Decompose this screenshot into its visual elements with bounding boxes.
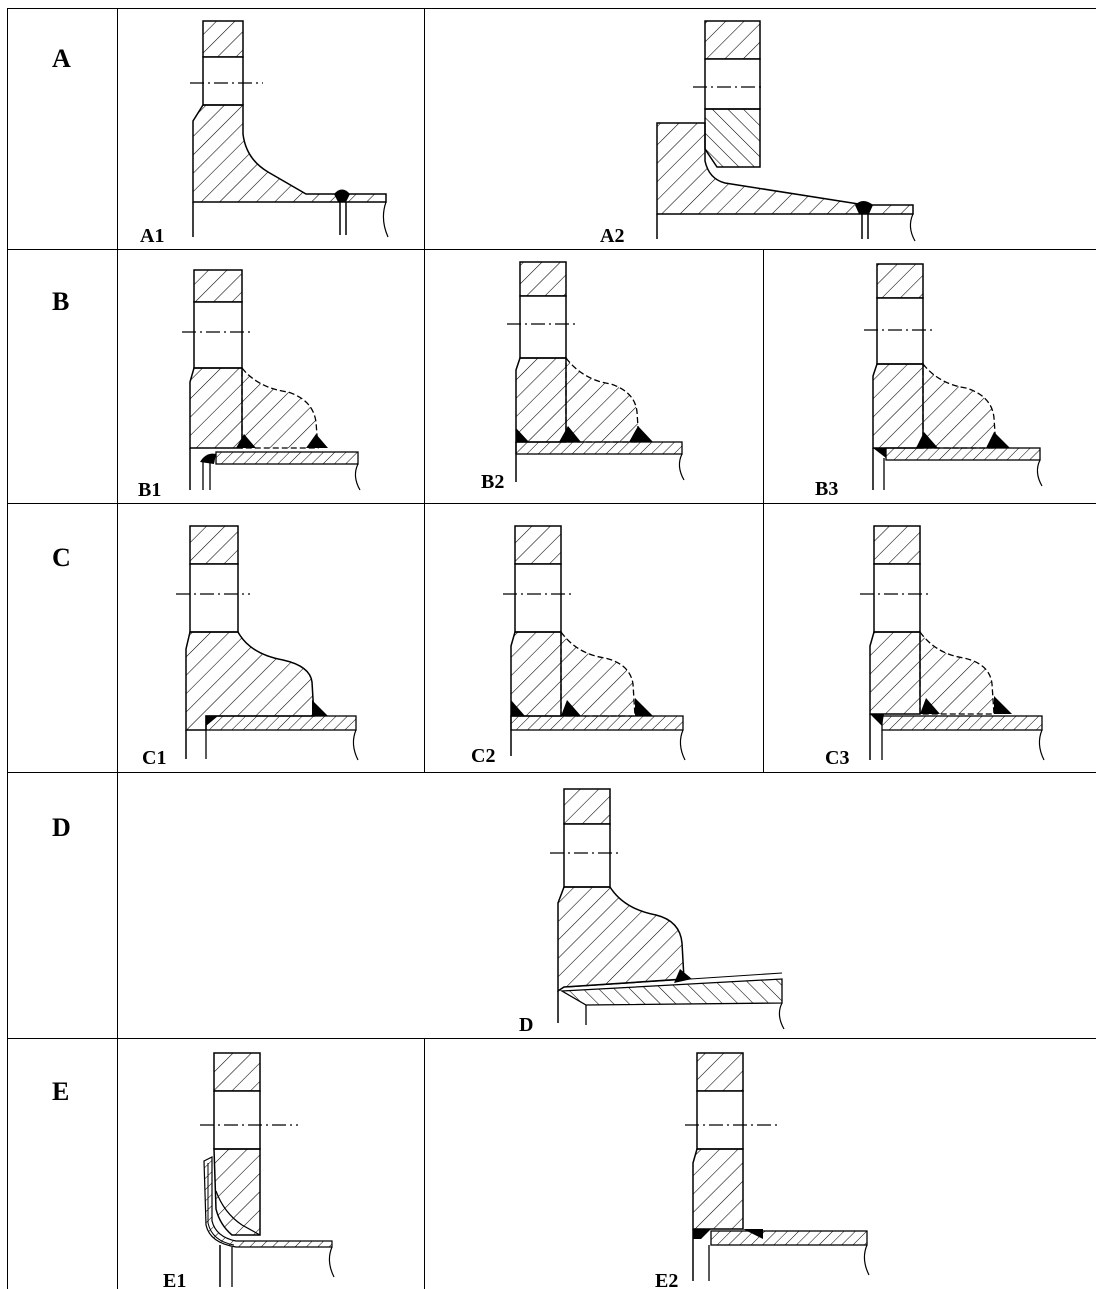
sublabel-d: D <box>519 1014 534 1036</box>
flange-drawing-c3 <box>860 525 1045 761</box>
sublabel-e2: E2 <box>655 1270 679 1289</box>
sublabel-e1: E1 <box>163 1270 187 1289</box>
figure-d: D <box>118 773 1096 1038</box>
figure-c2: C2 <box>425 504 763 772</box>
flange-drawing-c2 <box>503 525 686 761</box>
sublabel-b1: B1 <box>138 479 162 501</box>
row-label-a: A <box>52 44 71 73</box>
sublabel-c2: C2 <box>471 745 496 767</box>
row-divider-4 <box>7 1038 1096 1039</box>
row-divider-1 <box>7 249 1096 250</box>
row-divider-2 <box>7 503 1096 504</box>
figure-a1: A1 <box>118 9 424 249</box>
row-label-b: B <box>52 287 70 316</box>
col-divider-e <box>424 1038 425 1289</box>
table-border-left <box>7 8 8 1289</box>
sublabel-b3: B3 <box>815 478 839 500</box>
table-border-top <box>7 8 1096 9</box>
flange-drawing-a2 <box>656 20 916 242</box>
figure-c3: C3 <box>764 504 1096 772</box>
figure-e1: E1 <box>118 1039 424 1289</box>
row-label-c: C <box>52 543 71 572</box>
flange-drawing-e2 <box>685 1052 870 1281</box>
flange-drawing-b1 <box>182 269 361 491</box>
figure-e2: E2 <box>425 1039 1096 1289</box>
flange-drawing-c1 <box>176 525 359 761</box>
flange-drawing-e1 <box>200 1052 335 1287</box>
sublabel-b2: B2 <box>481 471 505 493</box>
sublabel-a2: A2 <box>600 225 625 247</box>
sublabel-c3: C3 <box>825 747 850 769</box>
row-label-d: D <box>52 813 71 842</box>
flange-drawing-a1 <box>190 20 389 238</box>
label-column-divider <box>117 8 118 1289</box>
col-divider-a <box>424 8 425 249</box>
figure-a2: A2 <box>425 9 1096 249</box>
figure-c1: C1 <box>118 504 424 772</box>
col-divider-b2 <box>763 249 764 772</box>
flange-drawing-b3 <box>864 263 1043 490</box>
flange-drawing-b2 <box>507 261 685 482</box>
col-divider-b1 <box>424 249 425 772</box>
sublabel-a1: A1 <box>140 225 165 247</box>
sublabel-c1: C1 <box>142 747 167 769</box>
figure-b3: B3 <box>764 250 1096 503</box>
figure-b1: B1 <box>118 250 424 503</box>
flange-drawing-d <box>550 788 785 1030</box>
figure-b2: B2 <box>425 250 763 503</box>
row-divider-3 <box>7 772 1096 773</box>
row-label-e: E <box>52 1077 70 1106</box>
